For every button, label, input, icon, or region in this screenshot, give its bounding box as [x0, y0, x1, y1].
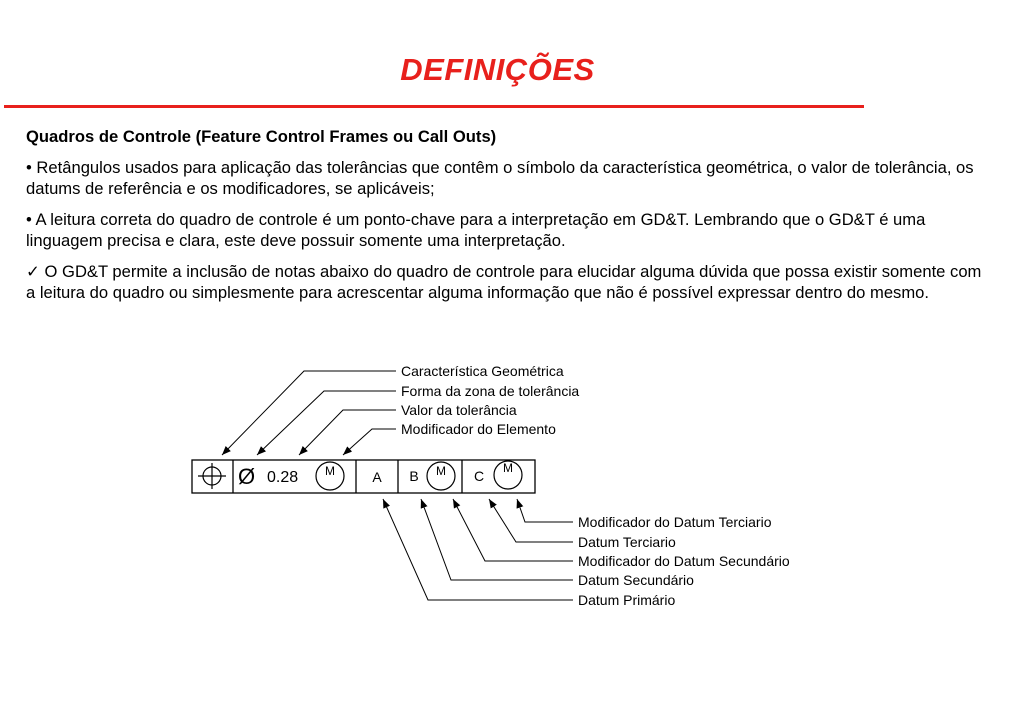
- label-element-modifier: Modificador do Elemento: [401, 421, 556, 437]
- datum-b-text: B: [409, 468, 418, 484]
- paragraph-1: • Retângulos usados para aplicação das t…: [26, 158, 974, 198]
- leader-element-modifier: [342, 428, 396, 456]
- top-leaders: [221, 370, 396, 456]
- modifier-circle-datum-b: [426, 461, 456, 491]
- leader-tertiary-modifier: [516, 498, 573, 523]
- label-tertiary-datum: Datum Terciario: [578, 534, 676, 550]
- modifier-c-text: M: [503, 461, 513, 475]
- leader-primary-datum: [382, 498, 573, 601]
- control-frame: Ø 0.28 M A B M C M: [191, 459, 536, 494]
- modifier-b-text: M: [436, 464, 446, 478]
- label-tolerance-value: Valor da tolerância: [401, 402, 517, 418]
- modifier-tolerance-text: M: [325, 464, 335, 478]
- frame-outline: [191, 459, 536, 494]
- position-symbol-icon: [198, 463, 226, 489]
- label-zone-shape: Forma da zona de tolerância: [401, 383, 579, 399]
- top-labels: Característica Geométrica Forma da zona …: [401, 363, 579, 437]
- paragraph-3: ✓ O GD&T permite a inclusão de notas aba…: [26, 262, 982, 302]
- paragraph-2: • A leitura correta do quadro de control…: [26, 210, 926, 250]
- leader-secondary-datum: [420, 498, 573, 581]
- diameter-symbol: Ø: [238, 464, 255, 489]
- tolerance-value: 0.28: [267, 469, 298, 486]
- definition-text: Quadros de Controle (Feature Control Fra…: [26, 126, 991, 313]
- datum-c-text: C: [474, 468, 484, 484]
- leader-characteristic: [221, 370, 396, 456]
- modifier-circle-tolerance: [315, 461, 345, 491]
- label-secondary-datum: Datum Secundário: [578, 572, 694, 588]
- leader-zone-shape: [256, 390, 396, 456]
- bottom-leaders: [382, 498, 573, 601]
- section-heading: Quadros de Controle (Feature Control Fra…: [26, 127, 497, 146]
- leader-secondary-modifier: [452, 498, 573, 562]
- label-characteristic: Característica Geométrica: [401, 363, 564, 379]
- leader-tolerance-value: [298, 409, 396, 456]
- title-underline: [4, 105, 864, 108]
- label-tertiary-modifier: Modificador do Datum Terciario: [578, 514, 772, 530]
- leader-tertiary-datum: [488, 498, 573, 543]
- label-primary-datum: Datum Primário: [578, 592, 675, 608]
- datum-a-text: A: [372, 469, 382, 485]
- page-title: DEFINIÇÕES: [400, 52, 595, 87]
- modifier-circle-datum-c: [493, 460, 523, 490]
- label-secondary-modifier: Modificador do Datum Secundário: [578, 553, 790, 569]
- bottom-labels: Modificador do Datum Terciario Datum Ter…: [578, 514, 790, 608]
